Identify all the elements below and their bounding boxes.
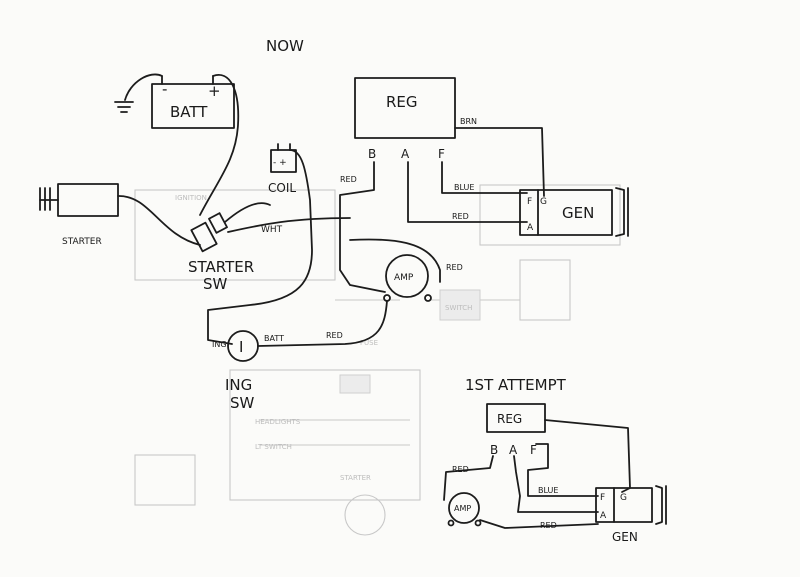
ignition-batt-term-label: BATT [264,334,284,343]
starter-switch [190,212,228,253]
battery-label: BATT [170,103,208,121]
starter-switch-label-2: SW [203,275,228,293]
first-attempt-generator: F G A [595,485,667,525]
ignition-switch-label-2: SW [230,394,255,412]
fa-ammeter-label: AMP [454,504,471,513]
starter-motor [39,183,119,217]
fa-regulator-label: REG [497,412,522,426]
battery-positive-wire [199,74,240,216]
red-ign-wire-label: RED [326,331,343,340]
coil: - + COIL [268,143,297,195]
fa-gen-g-wire [544,419,631,493]
battery-plus-label: + [208,82,221,100]
coil-label: COIL [268,181,296,195]
svg-text:SWITCH: SWITCH [445,304,472,312]
svg-text:HEADLIGHTS: HEADLIGHTS [255,418,301,426]
fa-generator-label: GEN [612,530,638,544]
battery-minus-label: - [162,80,167,98]
battery-ground-wire [124,73,163,101]
ammeter: AMP [383,254,432,302]
ground-icon [114,101,134,113]
blue-wire-label: BLUE [454,183,474,192]
coil-terminals-label: - + [273,158,287,168]
fa-blue-wire [527,443,599,497]
red-reg-wire [339,161,386,293]
reg-terminal-f: F [438,147,445,161]
diagram-title: NOW [266,37,304,55]
svg-text:IGNITION: IGNITION [175,194,207,202]
fa-gen-terminal-g: G [620,493,627,503]
fa-a-wire [513,455,599,513]
fa-gen-terminal-f: F [600,493,605,503]
fa-red-bottom-label: RED [540,521,557,530]
red-gen-wire-label: RED [452,212,469,221]
red-ign-wire [257,300,388,347]
first-attempt-title: 1ST ATTEMPT [465,376,567,394]
red-gen-wire [407,161,528,223]
starter-switch-label-1: STARTER [188,258,254,276]
fa-red-top-label: RED [452,465,469,474]
regulator: REG B A F [354,77,456,161]
generator-label: GEN [562,204,594,222]
fa-terminal-f: F [530,443,537,457]
ignition-term-label: ING [212,340,227,349]
brn-wire [454,127,545,197]
reg-terminal-b: B [368,147,376,161]
starter-to-switch-wire [117,195,201,246]
ignition-switch-label-1: ING [225,376,252,394]
first-attempt-ammeter: AMP [447,492,482,527]
background-schematic: IGNITION SWITCH STARTER HEADLIGHTS LT SW… [134,184,621,536]
svg-text:LT SWITCH: LT SWITCH [255,443,292,451]
wht-wire [227,217,351,233]
red-amp-wire [349,238,441,283]
coil-to-ignition-wire [207,149,313,345]
wht-wire-label: WHT [261,225,283,235]
svg-text:STARTER: STARTER [340,474,371,482]
first-attempt-regulator: REG B A F [486,403,546,457]
starter-label: STARTER [62,237,102,247]
gen-terminal-g: G [540,197,547,207]
ignition-switch-mark: I [239,338,243,356]
gen-terminal-a: A [527,223,534,233]
svg-text:FUSE: FUSE [360,339,378,347]
fa-gen-terminal-a: A [600,511,607,521]
fa-blue-wire-label: BLUE [538,486,558,495]
reg-terminal-a: A [401,147,410,161]
starter-switch-coil-wire [224,202,271,223]
brn-wire-label: BRN [460,117,477,126]
battery: - + BATT [151,75,235,129]
fa-terminal-a: A [509,443,518,457]
fa-red-bottom-wire [479,519,599,529]
regulator-label: REG [386,93,418,111]
red-amp-wire-label: RED [446,263,463,272]
fa-red-top-wire [443,455,494,501]
generator: F G A GEN [519,187,629,237]
red-reg-wire-label: RED [340,175,357,184]
ammeter-label: AMP [394,273,414,283]
blue-wire [441,161,528,194]
fa-terminal-b: B [490,443,498,457]
gen-terminal-f: F [527,197,532,207]
